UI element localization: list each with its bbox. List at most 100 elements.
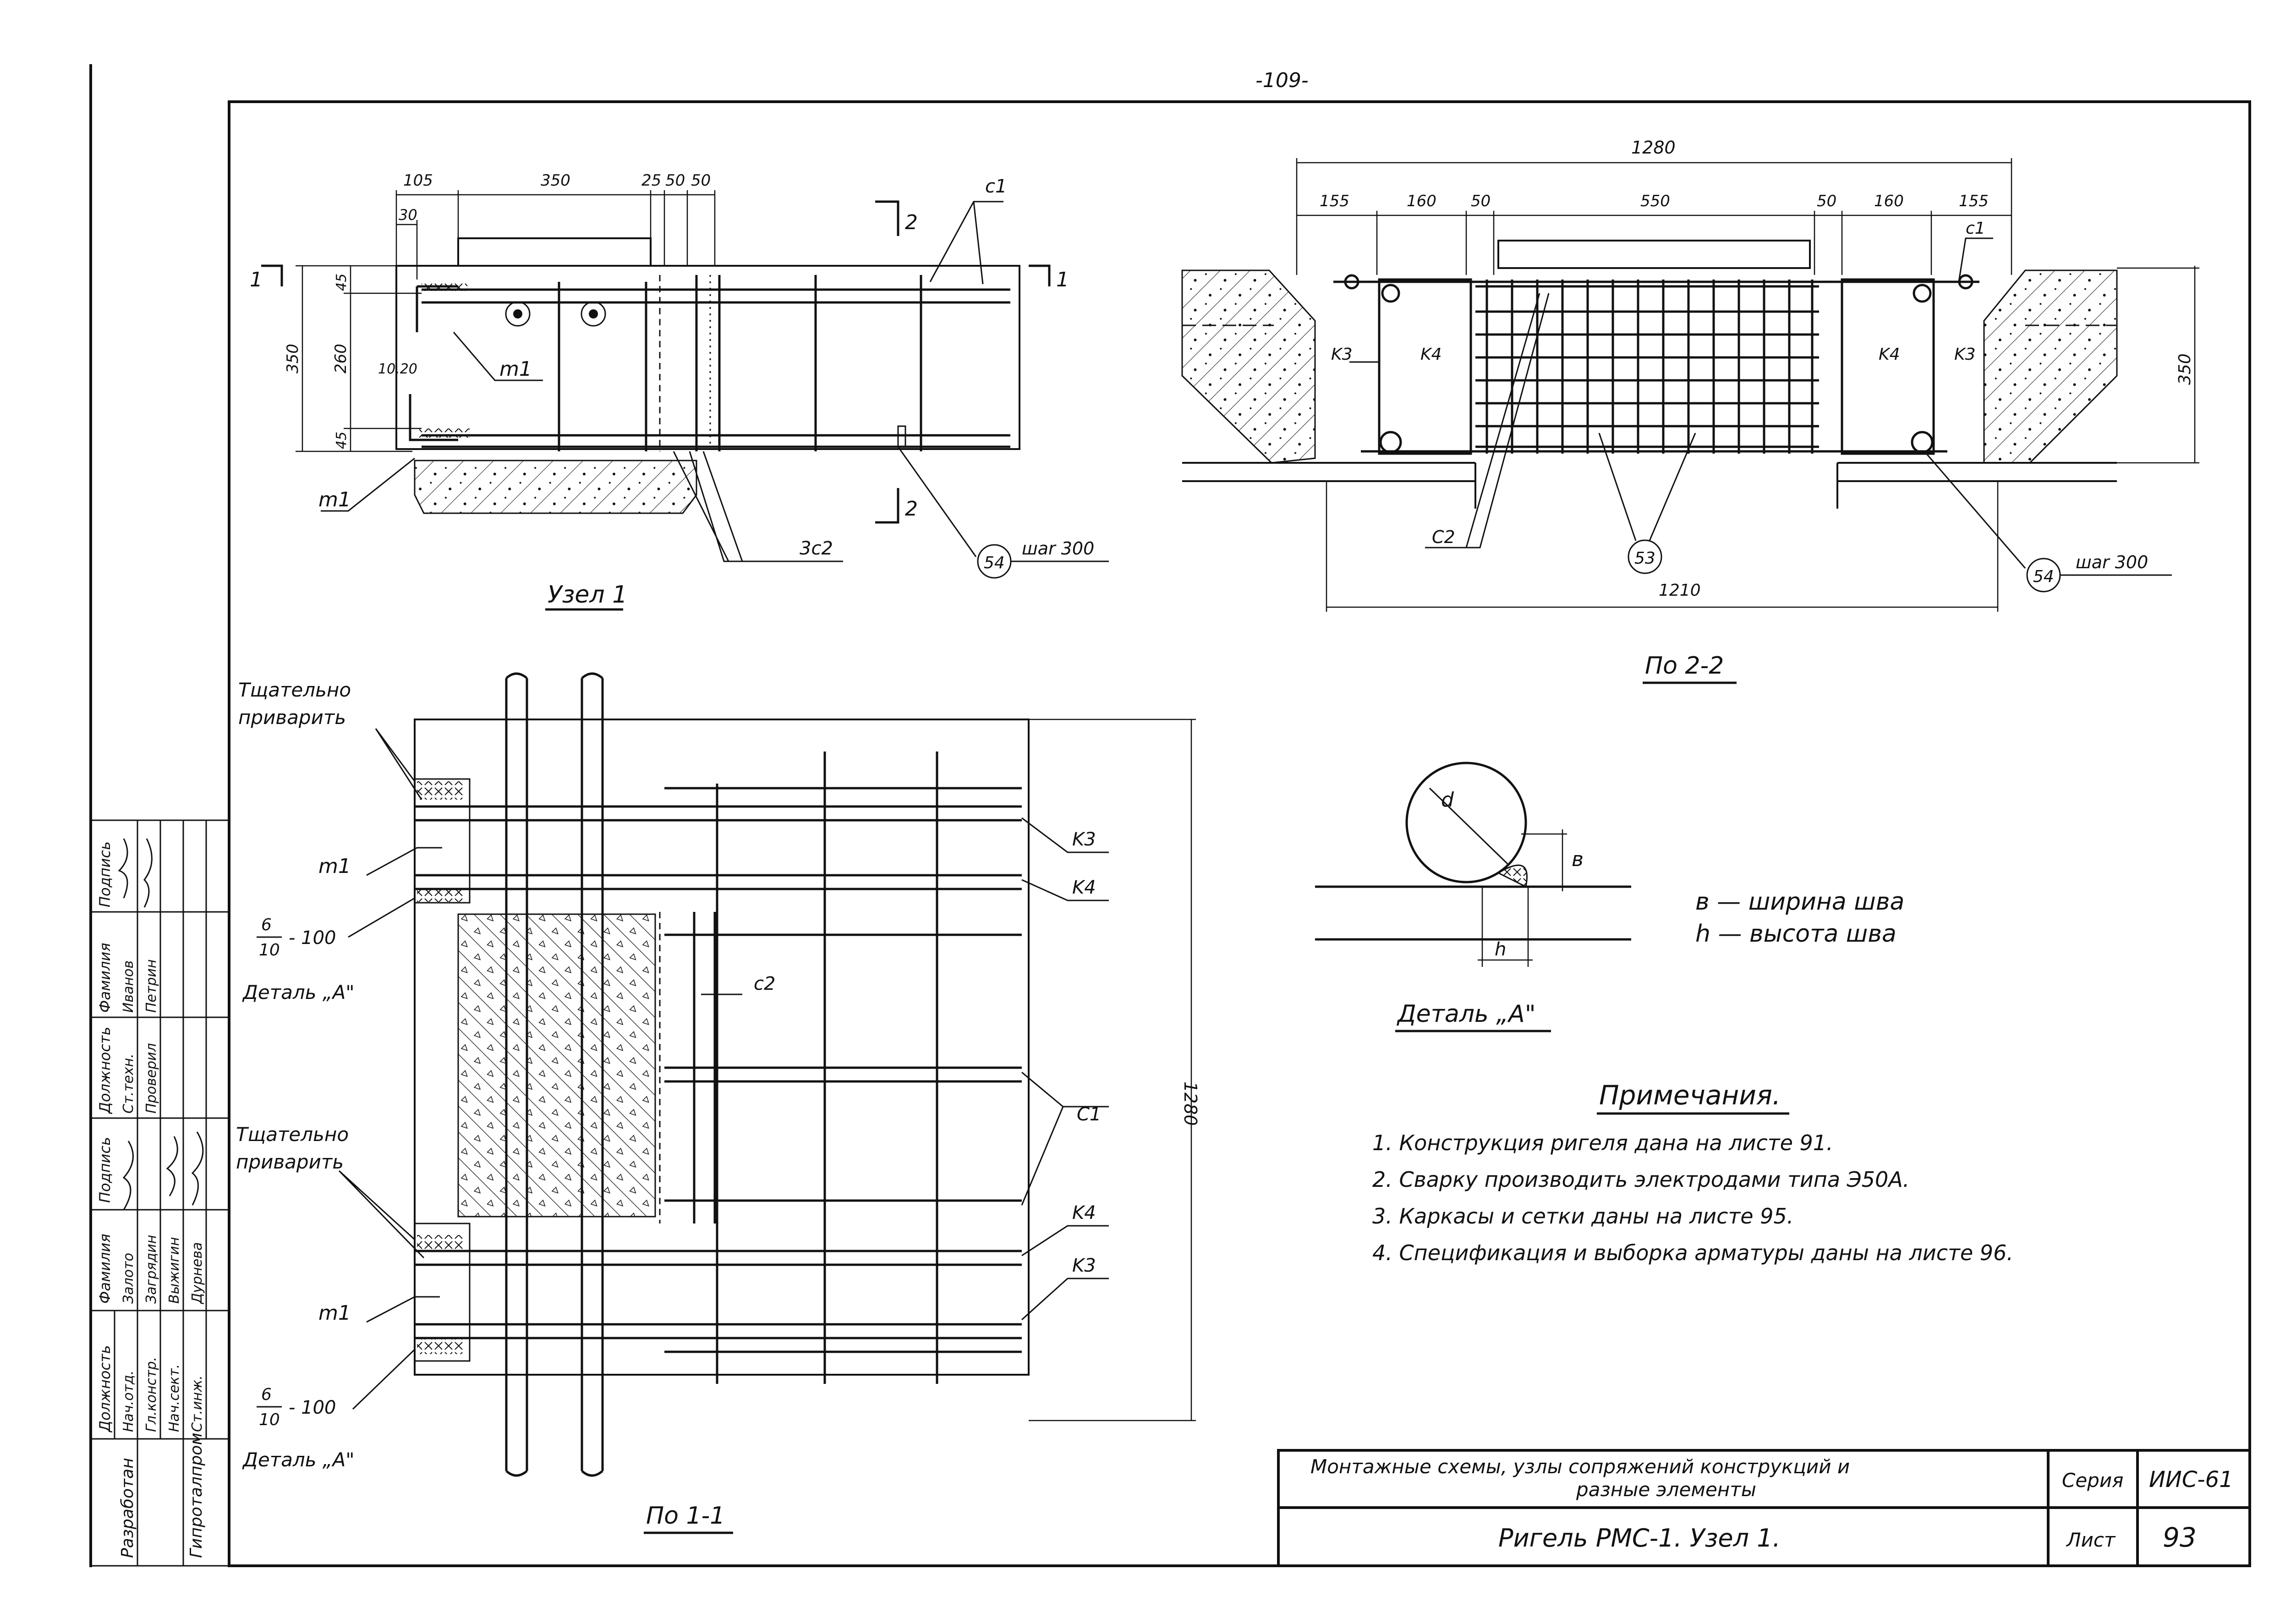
- node1-label-m1: m1: [499, 357, 532, 381]
- node1-dim-10-20: 10,20: [378, 361, 417, 377]
- section11-weld-note-top-2: приварить: [238, 706, 346, 729]
- stamp-header2-surname: Фамилия: [96, 943, 114, 1013]
- section22-dim-160-left: 160: [1407, 192, 1436, 210]
- section11-detail-a-top: Деталь „А": [242, 981, 355, 1004]
- stamp-header2-position: Должность: [96, 1027, 114, 1114]
- stamp-header-signature: Подпись: [96, 1137, 114, 1203]
- section11-weld-fraction-top-num: 6: [261, 916, 272, 934]
- section11-title: По 1-1: [646, 1502, 725, 1530]
- section11-label-k4-top: K4: [1072, 877, 1096, 898]
- node1-dim-350: 350: [541, 171, 570, 190]
- stamp-row1-position: Нач.отд.: [121, 1371, 137, 1432]
- title-block-drawing-name: Ригель РМС-1. Узел 1.: [1498, 1524, 1781, 1553]
- section22-dim-155-right: 155: [1959, 192, 1989, 210]
- stamp-header-position: Должность: [96, 1345, 114, 1433]
- stamp-header2-signature: Подпись: [96, 841, 114, 907]
- title-block-series-value: ИИС-61: [2149, 1467, 2233, 1492]
- section22-dim-350: 350: [2176, 353, 2194, 385]
- detailA-label-b: в: [1572, 848, 1584, 871]
- stamp-row4-surname: Дурнева: [189, 1242, 205, 1305]
- section22-callout-54-text: 54: [2033, 567, 2054, 586]
- section11-label-m1-bottom: m1: [318, 1301, 351, 1325]
- section11-label-c2: c2: [754, 973, 775, 994]
- section22-callout-53-text: 53: [1634, 549, 1655, 568]
- node1-label-c1: c1: [985, 176, 1007, 197]
- section11-weld-fraction-bot-den: 10: [259, 1410, 280, 1429]
- section11-weld-note-bottom-2: приварить: [236, 1151, 344, 1173]
- node1-dim-30: 30: [399, 206, 417, 224]
- title-block: Монтажные схемы, узлы сопряжений констру…: [1277, 1449, 2251, 1567]
- node1-dim-260: 260: [332, 344, 350, 373]
- node1-dim-105: 105: [403, 171, 433, 190]
- section22-label-c1: c1: [1966, 219, 1985, 238]
- node1-dim-350-left: 350: [284, 344, 302, 373]
- section22-title: По 2-2: [1645, 652, 1724, 680]
- notes: Примечания. 1. Конструкция ригеля дана н…: [1372, 1080, 2013, 1265]
- section11-weld-fraction-top-den: 10: [259, 941, 280, 960]
- title-block-sheet-label: Лист: [2066, 1529, 2116, 1551]
- section11-label-k3-top: K3: [1072, 829, 1096, 850]
- node1-section-mark-2-bottom: 2: [905, 497, 918, 521]
- node1-label-m1-lower: m1: [318, 488, 351, 511]
- node1-section-mark-2-top: 2: [905, 211, 918, 234]
- section11-weld-fraction-bot-len: - 100: [289, 1397, 336, 1418]
- title-block-description-2: разные элементы: [1576, 1478, 1756, 1501]
- section22-label-k4-left: K4: [1420, 345, 1442, 364]
- section11-label-m1-top: m1: [318, 855, 351, 878]
- section22-dim-50-left: 50: [1471, 192, 1491, 210]
- title-block-description-1: Монтажные схемы, узлы сопряжений констру…: [1310, 1455, 1850, 1478]
- stamp-row1-surname: Залото: [121, 1253, 137, 1304]
- section11-weld-fraction-bot-num: 6: [261, 1385, 272, 1404]
- section22-callout-53: [1628, 539, 1662, 574]
- section22-label-k4-right: K4: [1879, 345, 1900, 364]
- stamp-header-surname: Фамилия: [96, 1234, 114, 1304]
- detailA-legend-b: в — ширина шва: [1695, 888, 1904, 916]
- node1-dim-45-bottom: 45: [334, 432, 350, 449]
- section11-detail-a-bottom: Деталь „А": [242, 1448, 355, 1471]
- stamp-row5-position: Ст.техн.: [121, 1053, 137, 1114]
- stamp-row3-position: Нач.сект.: [166, 1364, 182, 1432]
- notes-item-3: 3. Каркасы и сетки даны на листе 95.: [1372, 1204, 1793, 1229]
- stamp-row4-position: Ст.инж.: [189, 1375, 205, 1432]
- notes-item-4: 4. Спецификация и выборка арматуры даны …: [1372, 1240, 2013, 1265]
- detailA-title: Деталь „А": [1397, 1000, 1536, 1028]
- node1-dim-25: 25: [641, 171, 661, 190]
- section22-label-c2: C2: [1432, 527, 1455, 547]
- stamp-col-developer: Разработан: [118, 1458, 137, 1558]
- stamp-row2-surname: Загрядин: [143, 1235, 159, 1304]
- section22-dim-550: 550: [1640, 192, 1670, 210]
- node1-title: Узел 1: [548, 581, 627, 609]
- section11-dim-1280: 1280: [1180, 1081, 1200, 1126]
- section22-dim-160-right: 160: [1874, 192, 1904, 210]
- node1-step: шar 300: [1022, 538, 1094, 559]
- section11-weld-note-top-1: Тщательно: [238, 679, 351, 701]
- section22-dim-155-left: 155: [1320, 192, 1349, 210]
- notes-title: Примечания.: [1599, 1080, 1781, 1111]
- section22-dim-1280: 1280: [1631, 137, 1676, 158]
- stamp-row3-surname: Выжигин: [166, 1237, 182, 1304]
- section22-dim-50-right: 50: [1817, 192, 1836, 210]
- section22-label-k3-right: K3: [1954, 345, 1976, 364]
- section11-label-c1: C1: [1077, 1104, 1101, 1125]
- section11-weld-note-bottom-1: Тщательно: [236, 1123, 349, 1146]
- node1-dim-50a: 50: [665, 171, 685, 190]
- section11-weld-fraction-top-len: - 100: [289, 927, 336, 949]
- title-block-series-label: Серия: [2062, 1469, 2123, 1492]
- section22-drawing: 1280 155 160 50 550 50 160 155 350 1210 …: [1181, 137, 2199, 684]
- stamp-row2-position: Гл.констр.: [143, 1357, 159, 1432]
- section11-label-k4-bottom: K4: [1072, 1202, 1096, 1223]
- node1-section-mark-1-right: 1: [1056, 268, 1069, 291]
- section11-label-k3-bottom: K3: [1072, 1255, 1096, 1276]
- node1-label-3c2: 3c2: [800, 538, 833, 559]
- section11-drawing: Тщательно приварить m1 6 10 - 100 Деталь…: [236, 672, 1200, 1534]
- stamp-row6-position: Проверил: [143, 1043, 159, 1114]
- notes-item-2: 2. Сварку производить электродами типа Э…: [1372, 1167, 1909, 1192]
- title-block-sheet-value: 93: [2163, 1522, 2197, 1553]
- signature-scribble: [118, 838, 204, 1210]
- stamp-col-org: Гипроталпром: [187, 1433, 206, 1558]
- node1-section-mark-1-left: 1: [250, 268, 263, 291]
- stamp-row5-surname: Иванов: [121, 960, 137, 1013]
- detailA-drawing: d в h в — ширина шва h — высота шва Дета…: [1315, 762, 1904, 1032]
- notes-item-1: 1. Конструкция ригеля дана на листе 91.: [1372, 1130, 1833, 1155]
